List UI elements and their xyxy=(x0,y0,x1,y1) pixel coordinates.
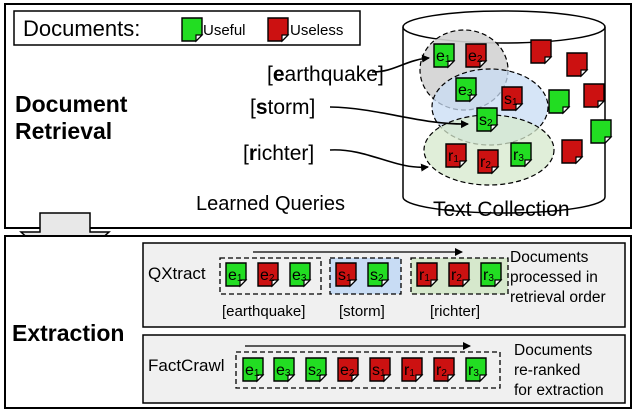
doc-label: r3 xyxy=(513,147,524,164)
doc-label: r2 xyxy=(451,267,462,284)
collection-doc-e2: e2 xyxy=(465,43,488,69)
learned-queries-label: Learned Queries xyxy=(196,193,345,215)
factcrawl-doc-e1: e1 xyxy=(242,357,265,383)
qxtract-group-earthquake xyxy=(219,257,322,295)
qxtract-note-line2: processed in xyxy=(510,269,598,286)
collection-doc-e3: e3 xyxy=(455,77,478,103)
factcrawl-label: FactCrawl xyxy=(148,356,225,375)
collection-doc-r3: r3 xyxy=(510,142,533,168)
doc-label: r3 xyxy=(483,267,494,284)
collection-doc-s2: s2 xyxy=(476,107,499,133)
legend-useless-label: Useless xyxy=(290,22,343,39)
collection-doc xyxy=(548,89,571,115)
query-label-storm: [storm] xyxy=(250,96,315,119)
collection-doc xyxy=(566,52,589,78)
legend-title: Documents: xyxy=(23,16,140,41)
qxtract-doc-e1: e1 xyxy=(225,262,248,288)
query-label-earthquake: [earthquake] xyxy=(267,63,384,86)
qxtract-label: QXtract xyxy=(148,264,206,283)
factcrawl-note-line1: Documents xyxy=(514,342,593,359)
retrieval-title-line1: Document xyxy=(15,91,128,117)
qxtract-note-line3: retrieval order xyxy=(510,289,606,306)
factcrawl-doc-r2: r2 xyxy=(433,357,456,383)
qxtract-doc-e2: e2 xyxy=(257,262,280,288)
legend-useful-label: Useful xyxy=(203,22,246,39)
qxtract-group-label-storm: [storm] xyxy=(339,303,385,320)
factcrawl-note-line2: re-ranked xyxy=(514,362,580,379)
qxtract-doc-e3: e3 xyxy=(289,262,312,288)
factcrawl-doc-s1: s1 xyxy=(369,357,392,383)
collection-doc-r2: r2 xyxy=(477,149,500,175)
factcrawl-doc-r3: r3 xyxy=(465,357,488,383)
query-arrow-richter xyxy=(329,149,429,172)
factcrawl-doc-s2: s2 xyxy=(305,357,328,383)
qxtract-doc-s2: s2 xyxy=(367,262,390,288)
doc-label: r3 xyxy=(468,362,479,379)
collection-doc xyxy=(590,119,613,145)
query-arrow-storm xyxy=(329,106,469,129)
collection-label: Text Collection xyxy=(433,198,570,221)
collection-doc xyxy=(561,139,584,165)
retrieval-title-line2: Retrieval xyxy=(15,118,112,144)
factcrawl-doc-r1: r1 xyxy=(401,357,424,383)
qxtract-group-label-richter: [richter] xyxy=(430,303,480,320)
collection-doc-s1: s1 xyxy=(501,86,524,112)
doc-label: r2 xyxy=(436,362,447,379)
query-arrow-earthquake xyxy=(371,54,430,73)
collection-doc-e1: e1 xyxy=(433,43,456,69)
factcrawl-doc-e3: e3 xyxy=(273,357,296,383)
factcrawl-doc-e2: e2 xyxy=(337,357,360,383)
collection-doc-r1: r1 xyxy=(445,143,468,169)
qxtract-group-label-earthquake: [earthquake] xyxy=(222,303,305,320)
legend-useless-doc-icon xyxy=(267,17,290,43)
factcrawl-note-line3: for extraction xyxy=(514,382,604,399)
qxtract-doc-r1: r1 xyxy=(416,262,439,288)
qxtract-doc-r2: r2 xyxy=(448,262,471,288)
doc-label: r2 xyxy=(480,154,491,171)
query-label-richter: [richter] xyxy=(243,142,314,165)
extraction-title: Extraction xyxy=(12,320,124,346)
legend-useful-doc-icon xyxy=(181,17,204,43)
doc-label: r1 xyxy=(419,267,430,284)
collection-doc xyxy=(530,39,553,65)
doc-label: r1 xyxy=(448,148,459,165)
factcrawl-group xyxy=(235,351,501,389)
doc-label: r1 xyxy=(404,362,415,379)
qxtract-doc-s1: s1 xyxy=(335,262,358,288)
qxtract-doc-r3: r3 xyxy=(480,262,503,288)
collection-doc xyxy=(583,83,606,109)
qxtract-note-line1: Documents xyxy=(510,249,589,266)
